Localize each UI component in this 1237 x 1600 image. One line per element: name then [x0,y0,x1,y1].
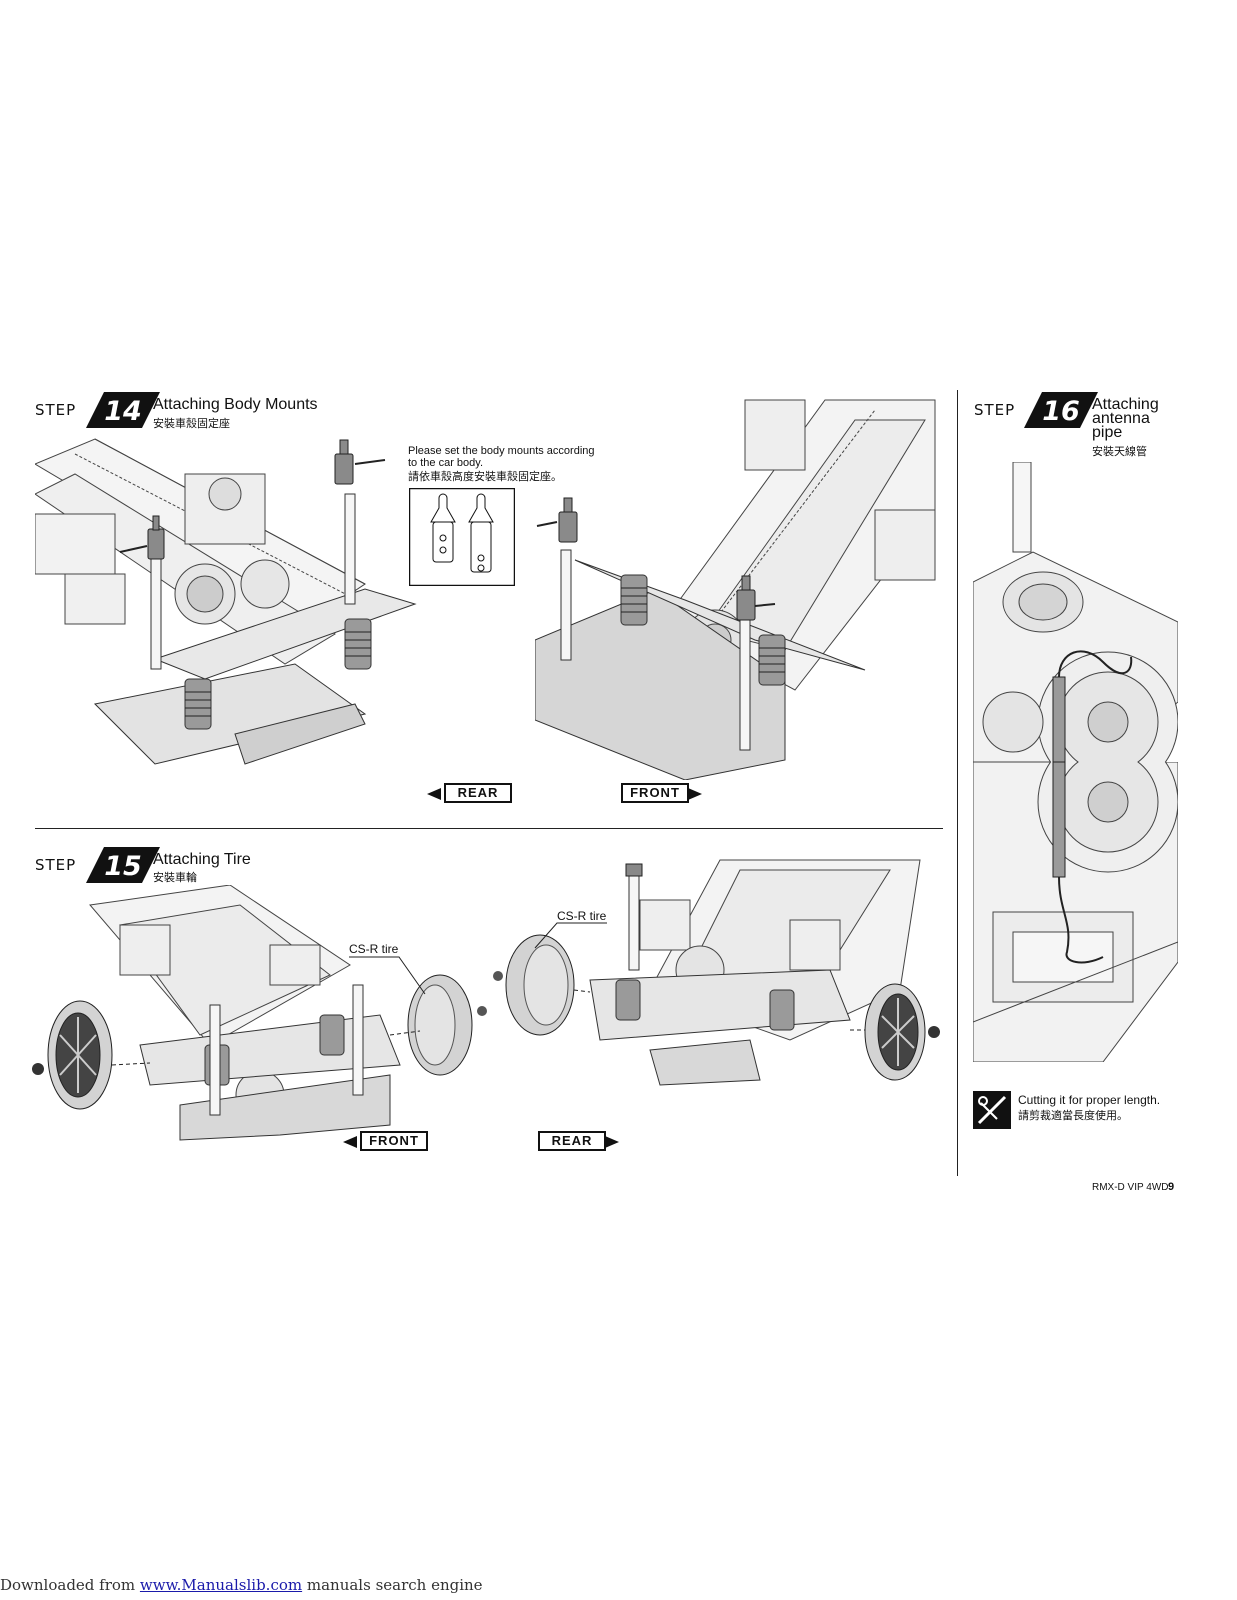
step-15-rear-chassis-illustration [493,859,940,1086]
step-16-cut-note-line1: Cutting it for proper length. [1018,1093,1161,1107]
step-16-number: 16 [1042,396,1080,427]
arrow-right-icon [605,1136,619,1148]
step-16-title-line1: Attaching [1092,396,1159,413]
step-15-tire-label-right: CS-R tire [557,909,607,923]
step-16-subtitle: 安裝天線管 [1092,446,1147,458]
step-16-title-line2: antenna [1092,410,1150,427]
section-divider-horizontal [35,828,943,829]
step-16-antenna-lower-illustration [973,762,1178,1062]
step-14-rear-chassis-illustration [35,438,417,765]
step-15-label: STEP [35,856,77,874]
step-16-title-line3: pipe [1092,424,1123,441]
step-14-number: 14 [104,396,142,427]
step-15-front-chassis-illustration [32,885,487,1141]
step-14-subtitle: 安裝車殼固定座 [153,418,230,430]
step-15-rear-label: REAR [538,1131,606,1151]
arrow-left-icon [343,1136,357,1148]
step-16-label: STEP [974,401,1016,419]
step-14-note-line2: to the car body. [408,457,484,469]
step-15-front-label: FRONT [360,1131,428,1151]
step-15-subtitle: 安裝車輪 [153,872,197,884]
download-banner-prefix: Downloaded from [0,1576,140,1594]
step-14-front-chassis-illustration [535,399,936,780]
step-14-badge: 14 [86,392,160,428]
footer-page-number: 9 [1168,1181,1175,1193]
body-mount-options-diagram [409,488,515,586]
manualslib-link[interactable]: www.Manualslib.com [139,1576,303,1594]
step-14-note-line1: Please set the body mounts according [408,445,595,457]
step-15-number: 15 [104,851,142,882]
step-15-title: Attaching Tire [153,851,251,868]
step-16-badge: 16 [1024,392,1098,428]
step-15-tire-label-left: CS-R tire [349,942,399,956]
step-14-note-line3: 請依車殼高度安裝車殼固定座。 [408,471,562,483]
tire-leader-line-right [534,922,607,949]
step-16-cut-note-line2: 請剪裁適當長度使用。 [1018,1110,1128,1122]
arrow-right-icon [688,788,702,800]
step-14-label: STEP [35,401,77,419]
download-banner-suffix: manuals search engine [302,1576,483,1594]
tire-leader-line-left [349,956,426,995]
step-14-front-label: FRONT [621,783,689,803]
cut-icon [973,1091,1011,1129]
step-16-antenna-illustration [973,462,1178,762]
footer-model: RMX-D VIP 4WD [1092,1182,1169,1193]
step-15-badge: 15 [86,847,160,883]
arrow-left-icon [427,788,441,800]
step-14-title: Attaching Body Mounts [153,396,318,413]
download-banner: Downloaded from www.Manualslib.com manua… [0,1576,483,1594]
section-divider-vertical [957,390,958,1176]
step-14-rear-label: REAR [444,783,512,803]
